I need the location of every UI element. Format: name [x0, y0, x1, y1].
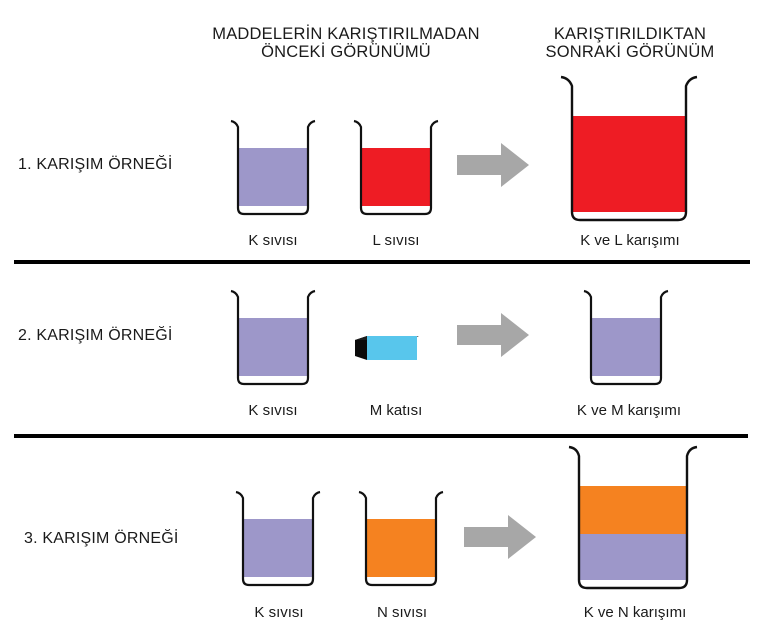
caption-k-l-mixture: K ve L karışımı	[580, 232, 680, 249]
beaker-k-m-mixture	[583, 289, 669, 386]
liquid-k	[239, 148, 307, 206]
arrow-right-icon	[457, 313, 529, 357]
beaker-k-liquid-3	[235, 490, 321, 587]
solid-m-face	[367, 336, 417, 360]
header-after: KARIŞTIRILDIKTAN SONRAKİ GÖRÜNÜM	[520, 25, 740, 61]
liquid-k	[239, 318, 307, 376]
separator-1	[14, 260, 750, 264]
caption-k-m-mixture: K ve M karışımı	[576, 402, 682, 419]
beaker-outline	[358, 490, 444, 587]
caption-k-liquid-3: K sıvısı	[254, 604, 304, 621]
caption-k-liquid-2: K sıvısı	[248, 402, 298, 419]
liquid-k-m-mixture	[592, 318, 660, 376]
caption-k-n-mixture: K ve N karışımı	[583, 604, 687, 621]
example-2-label: 2. KARIŞIM ÖRNEĞİ	[18, 327, 173, 344]
separator-2	[14, 434, 748, 438]
arrow-right-icon	[457, 143, 529, 187]
header-before: MADDELERİN KARIŞTIRILMADAN ÖNCEKİ GÖRÜNÜ…	[190, 25, 502, 61]
beaker-k-n-mixture	[568, 445, 698, 590]
beaker-outline	[235, 490, 321, 587]
liquid-l	[362, 148, 430, 206]
solid-m-block-icon	[355, 336, 419, 360]
beaker-outline	[230, 119, 316, 216]
liquid-k-layer	[580, 534, 686, 580]
caption-k-liquid-1: K sıvısı	[248, 232, 298, 249]
caption-n-liquid: N sıvısı	[376, 604, 427, 621]
example-1-label: 1. KARIŞIM ÖRNEĞİ	[18, 156, 173, 173]
beaker-outline	[230, 289, 316, 386]
beaker-k-liquid-1	[230, 119, 316, 216]
beaker-outline	[560, 75, 698, 222]
header-before-line2: ÖNCEKİ GÖRÜNÜMÜ	[261, 43, 431, 61]
solid-m-side	[355, 336, 367, 360]
beaker-outline	[568, 445, 698, 590]
liquid-k	[244, 519, 312, 577]
example-3-label: 3. KARIŞIM ÖRNEĞİ	[24, 530, 179, 547]
beaker-n-liquid	[358, 490, 444, 587]
beaker-k-l-mixture	[560, 75, 698, 222]
beaker-l-liquid	[353, 119, 439, 216]
liquid-n	[367, 519, 435, 577]
beaker-outline	[353, 119, 439, 216]
caption-m-solid: M katısı	[369, 402, 423, 419]
liquid-n-layer	[580, 486, 686, 534]
beaker-outline	[583, 289, 669, 386]
arrow-right-icon	[464, 515, 536, 559]
liquid-k-l-mixture	[573, 116, 685, 212]
beaker-k-liquid-2	[230, 289, 316, 386]
header-before-line1: MADDELERİN KARIŞTIRILMADAN	[212, 25, 480, 43]
header-after-line2: SONRAKİ GÖRÜNÜM	[545, 43, 715, 61]
header-after-line1: KARIŞTIRILDIKTAN	[553, 25, 707, 43]
caption-l-liquid: L sıvısı	[372, 232, 420, 249]
